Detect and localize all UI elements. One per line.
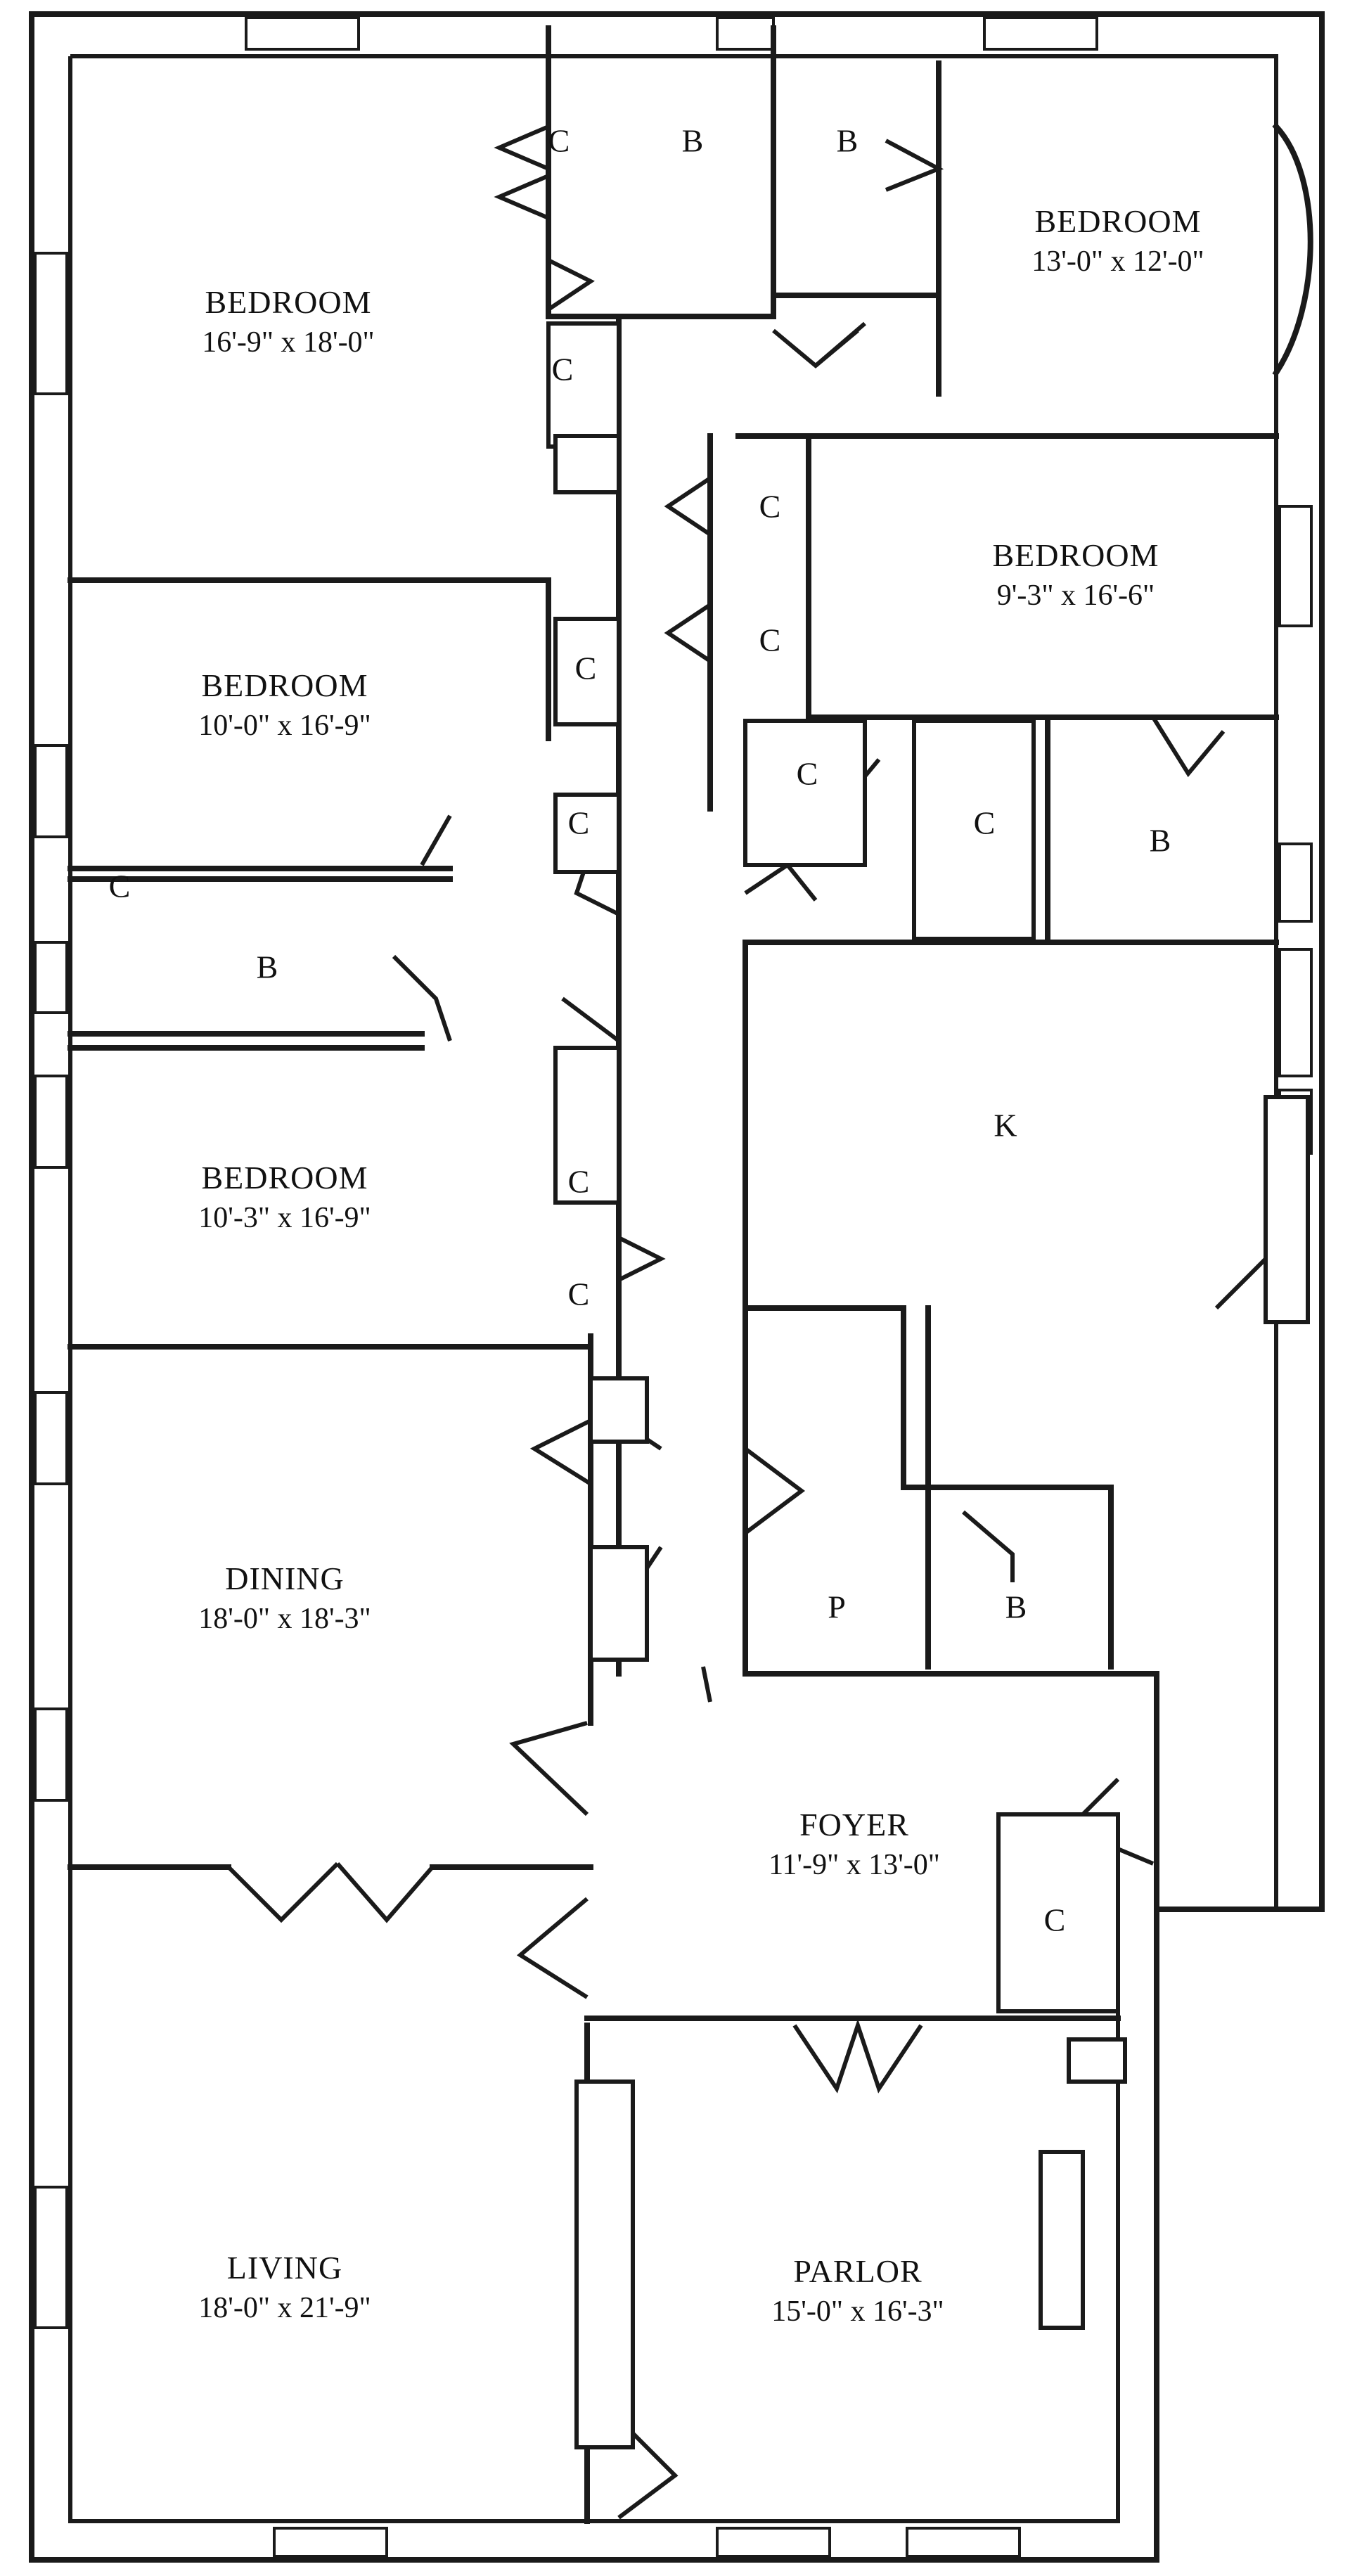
closet-label: C bbox=[548, 123, 570, 159]
bath-label: B bbox=[1005, 1589, 1027, 1625]
closet-label: C bbox=[575, 651, 597, 686]
pantry-label: P bbox=[828, 1589, 846, 1625]
room-dims-living: 18'-0" x 21'-9" bbox=[198, 2292, 371, 2324]
room-dims-foyer: 11'-9" x 13'-0" bbox=[769, 1849, 940, 1881]
interior-walls bbox=[68, 25, 1279, 2524]
closet-label: C bbox=[552, 352, 574, 387]
closet-label: C bbox=[109, 869, 131, 904]
room-name-living: LIVING bbox=[227, 2250, 342, 2286]
room-name-dining: DINING bbox=[225, 1561, 345, 1596]
closet-label: C bbox=[568, 805, 590, 841]
room-name-bedroom-3: BEDROOM bbox=[992, 537, 1159, 573]
room-name-bedroom-1: BEDROOM bbox=[205, 284, 371, 320]
windows bbox=[34, 16, 1313, 2558]
closet-label: C bbox=[1044, 1902, 1066, 1938]
closet-boxes bbox=[546, 321, 1310, 2449]
room-dims-parlor: 15'-0" x 16'-3" bbox=[771, 2295, 944, 2328]
room-name-foyer: FOYER bbox=[799, 1807, 909, 1843]
room-dims-dining: 18'-0" x 18'-3" bbox=[198, 1603, 371, 1635]
closet-label: C bbox=[759, 622, 781, 658]
room-dims-bedroom-1: 16'-9" x 18'-0" bbox=[202, 326, 374, 359]
door-swings bbox=[226, 124, 1289, 2520]
exterior-walls bbox=[29, 11, 1325, 2563]
room-dims-bedroom-3: 9'-3" x 16'-6" bbox=[997, 579, 1155, 612]
closet-label: C bbox=[759, 489, 781, 525]
fixture-labels: C B B C C C C C C C B C B K C C P B C bbox=[109, 123, 1171, 1938]
closet-label: C bbox=[568, 1164, 590, 1200]
room-dims-bedroom-2: 13'-0" x 12'-0" bbox=[1031, 245, 1204, 278]
closet-label: C bbox=[568, 1276, 590, 1312]
room-name-parlor: PARLOR bbox=[793, 2253, 922, 2289]
room-name-bedroom-4: BEDROOM bbox=[201, 667, 368, 703]
bath-label: B bbox=[837, 123, 859, 159]
room-dims-bedroom-4: 10'-0" x 16'-9" bbox=[198, 710, 371, 742]
room-labels: BEDROOM 16'-9" x 18'-0" BEDROOM 13'-0" x… bbox=[198, 203, 1204, 2328]
room-dims-bedroom-5: 10'-3" x 16'-9" bbox=[198, 1202, 371, 1234]
closet-label: C bbox=[797, 756, 818, 792]
bath-label: B bbox=[682, 123, 704, 159]
bath-label: B bbox=[257, 949, 278, 985]
room-name-bedroom-5: BEDROOM bbox=[201, 1160, 368, 1196]
kitchen-label: K bbox=[994, 1108, 1017, 1143]
bath-label: B bbox=[1150, 823, 1171, 859]
room-name-bedroom-2: BEDROOM bbox=[1034, 203, 1201, 239]
closet-label: C bbox=[974, 805, 996, 841]
